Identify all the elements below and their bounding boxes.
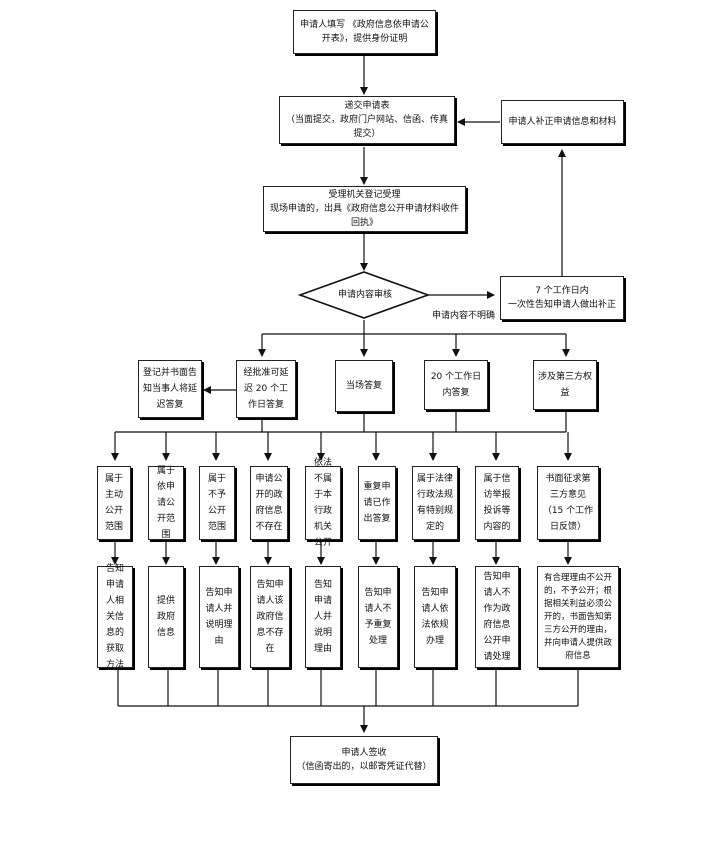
third-party-box: 涉及第三方权益 [533,360,597,410]
result-box: 告知申请人该政府信息不存在 [250,566,290,668]
review-diamond [297,271,431,319]
submit-note: （当面提交，政府门户网站、信函、传真提交） [285,115,448,139]
unclear-label: 申请内容不明确 [432,311,496,321]
onsite-box: 当场答复 [335,360,393,412]
submit-title: 递交申请表 [344,101,390,111]
apply-box: 申请人填写 《政府信息依申请公开表》，提供身份证明 [293,10,436,54]
supplement-text: 申请人补正申请信息和材料 [508,117,617,127]
result-box: 告知申请人并说明理由 [305,566,341,668]
category-box: 属于信访举报投诉等内容的 [475,466,519,540]
review-label: 申请内容审核 [338,290,393,300]
register-note: 现场申请的，出具《政府信息公开申请材料收件回执》 [269,204,459,228]
sign-note: （信函寄出的，以邮寄凭证代替） [296,762,432,772]
notify-7day-box: 7 个工作日内 一次性告知申请人做出补正 [500,276,624,320]
notify-7day-line2: 一次性告知申请人做出补正 [507,300,616,310]
register-box: 受理机关登记受理 现场申请的，出具《政府信息公开申请材料收件回执》 [263,186,466,232]
sign-box: 申请人签收 （信函寄出的，以邮寄凭证代替） [290,736,438,784]
category-box: 申请公开的政府信息不存在 [250,466,288,540]
apply-text: 申请人填写 《政府信息依申请公开表》，提供身份证明 [300,20,429,44]
within-20-box: 20 个工作日内答复 [424,360,488,410]
submit-box: 递交申请表 （当面提交，政府门户网站、信函、传真提交） [279,96,455,144]
supplement-box: 申请人补正申请信息和材料 [501,100,624,144]
result-box: 有合理理由不公开的，不予公开；根据相关利益必须公开的，书面告知第三方公开的理由，… [537,566,619,668]
category-box: 属于主动公开范围 [97,466,131,540]
category-box: 重复申请已作出答复 [358,466,396,540]
delay-20-box: 经批准可延迟 20 个工作日答复 [236,360,296,418]
category-box: 属于法律行政法规有特别规定的 [412,466,458,540]
result-box: 告知申请人不予重复处理 [358,566,398,668]
category-box: 属于依申请公开范围 [148,466,184,540]
category-box: 依法不属于本行政机关公开 [305,458,341,548]
notify-7day-line1: 7 个工作日内 [535,286,589,296]
result-box: 告知申请人相关信息的获取方法 [97,564,133,670]
delay-notice-box: 登记并书面告知当事人将延迟答复 [138,360,202,418]
result-box: 告知申请人并说明理由 [199,566,239,668]
result-box: 告知申请人依法依规办理 [414,566,456,668]
result-box: 提供政府信息 [148,566,184,668]
category-box: 书面征求第三方意见（15 个工作日反馈） [537,466,599,540]
result-box: 告知申请人不作为政府信息公开申请处理 [475,566,519,668]
sign-title: 申请人签收 [341,748,387,758]
category-box: 属于不予公开范围 [199,466,235,540]
register-title: 受理机关登记受理 [328,190,401,200]
